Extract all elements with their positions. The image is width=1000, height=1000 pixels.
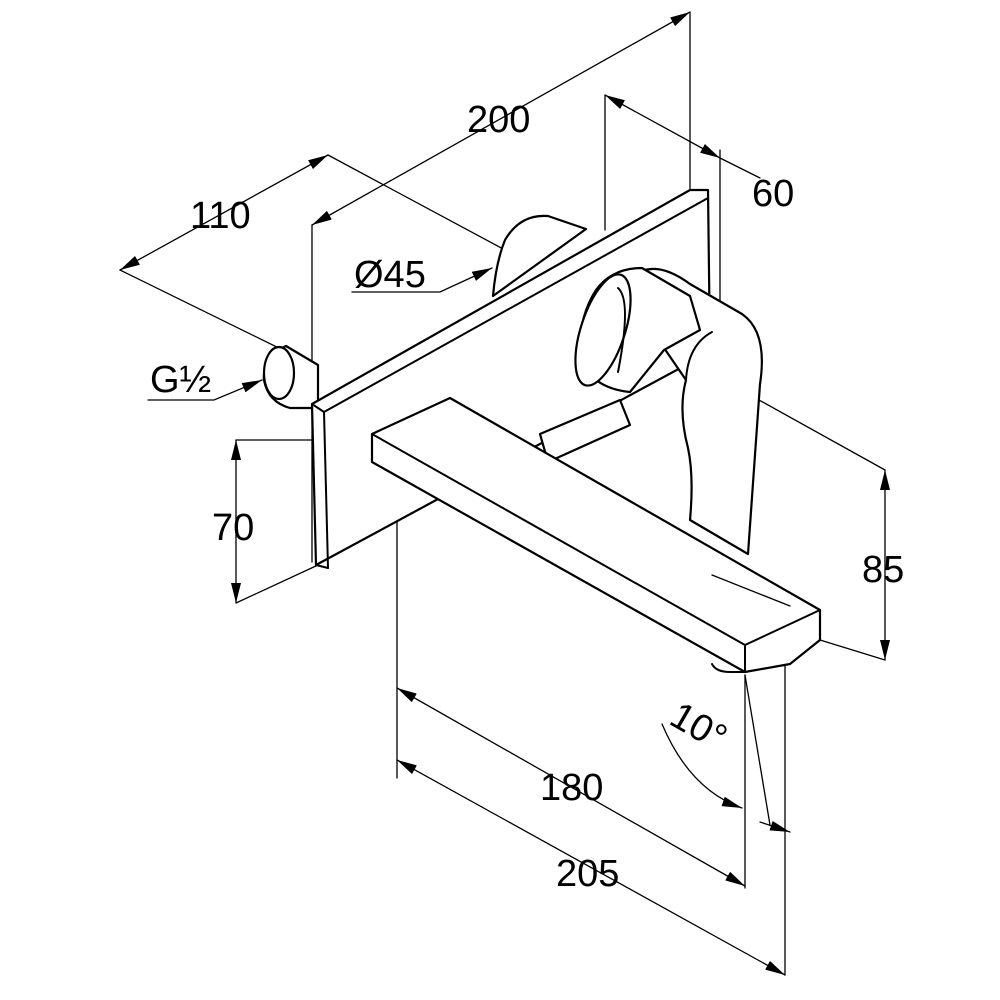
- label-overall-projection: 205: [556, 853, 619, 895]
- label-spout-projection: 180: [540, 767, 603, 809]
- dim-line-60: [604, 94, 721, 159]
- dim-line-205: [396, 759, 786, 976]
- leader-diameter: [351, 267, 493, 293]
- label-spout-height: 85: [862, 549, 904, 591]
- label-width-overall: 200: [467, 99, 530, 141]
- dim-line-110: [119, 154, 329, 271]
- label-lever-offset: 60: [752, 173, 794, 215]
- dim-line-200: [311, 11, 691, 226]
- dim-line-60-ext: [719, 157, 761, 179]
- faucet-body: [262, 188, 822, 674]
- rosette: [491, 214, 588, 298]
- spout: [370, 396, 822, 674]
- dim-arc-10: [661, 723, 743, 809]
- label-connection-thread: G½: [150, 359, 211, 401]
- label-rosette-diameter: Ø45: [354, 254, 426, 296]
- dimension-lines: [119, 11, 890, 976]
- label-plate-height: 70: [212, 507, 254, 549]
- label-plate-depth: 110: [190, 195, 251, 237]
- label-flow-angle: 10°: [663, 694, 734, 759]
- leader-thread: [147, 379, 263, 401]
